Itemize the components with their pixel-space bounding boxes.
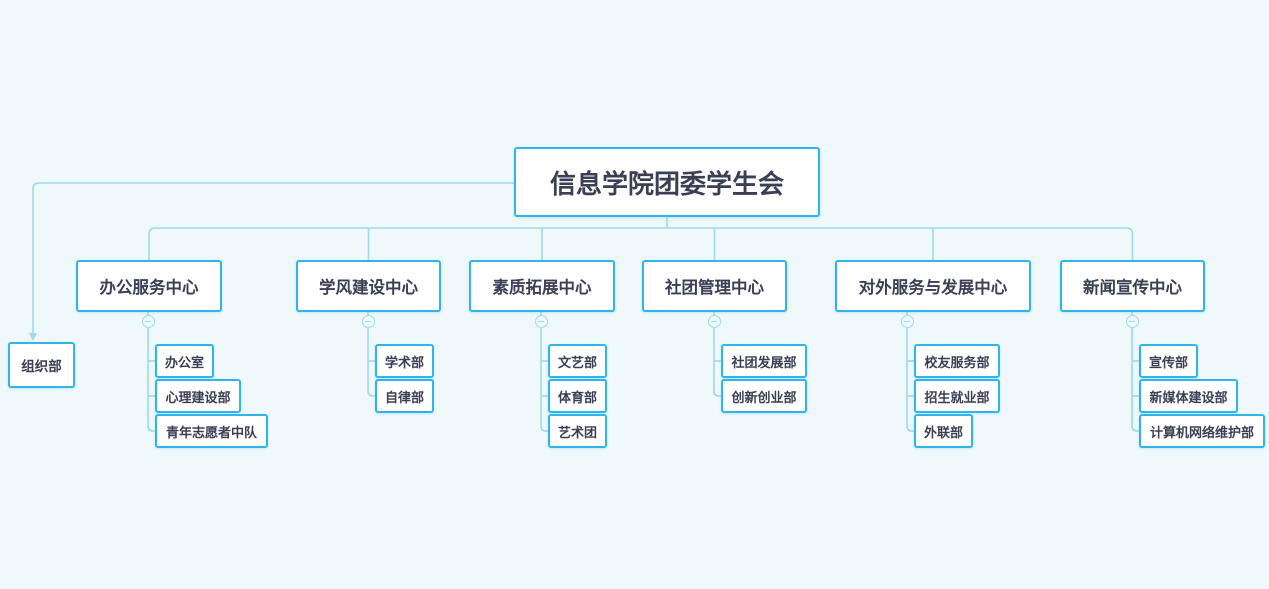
collapse-minus-icon[interactable] (141, 315, 155, 328)
leaf-node[interactable]: 校友服务部 (914, 344, 1000, 378)
side-node-organization[interactable]: 组织部 (8, 342, 75, 388)
side-node-label: 组织部 (21, 359, 62, 375)
center-node-3[interactable]: 素质拓展中心 (469, 260, 615, 312)
leaf-node[interactable]: 艺术团 (548, 414, 607, 448)
leaf-trunk-connector (906, 328, 914, 432)
leaf-node[interactable]: 社团发展部 (721, 344, 807, 378)
leaf-trunk-connector (713, 328, 721, 397)
arrow-down-icon (29, 333, 37, 341)
root-node[interactable]: 信息学院团委学生会 (514, 147, 820, 217)
leaf-node-label: 艺术团 (557, 425, 597, 441)
leaf-node-label: 宣传部 (1148, 355, 1188, 371)
side-connector (32, 182, 514, 336)
leaf-node-label: 外联部 (923, 425, 963, 441)
leaf-node[interactable]: 创新创业部 (721, 379, 807, 413)
leaf-node[interactable]: 青年志愿者中队 (155, 414, 268, 448)
collapse-minus-icon[interactable] (1125, 315, 1139, 328)
leaf-node[interactable]: 文艺部 (548, 344, 607, 378)
collapse-minus-icon[interactable] (707, 315, 721, 328)
leaf-trunk-connector (367, 328, 375, 397)
leaf-node-label: 文艺部 (557, 355, 597, 371)
center-node-6[interactable]: 新闻宣传中心 (1060, 260, 1205, 312)
collapse-minus-icon[interactable] (534, 315, 548, 328)
leaf-node[interactable]: 宣传部 (1139, 344, 1198, 378)
leaf-node-label: 招生就业部 (924, 390, 990, 406)
collapse-minus-icon[interactable] (361, 315, 375, 328)
leaf-trunk-connector (147, 328, 155, 432)
leaf-trunk-connector (1131, 328, 1139, 432)
center-node-label: 办公服务中心 (99, 278, 199, 297)
leaf-node-label: 自律部 (384, 390, 424, 406)
leaf-node[interactable]: 体育部 (548, 379, 607, 413)
leaf-node[interactable]: 计算机网络维护部 (1139, 414, 1265, 448)
leaf-node[interactable]: 心理建设部 (155, 379, 241, 413)
leaf-node-label: 校友服务部 (924, 355, 990, 371)
leaf-node-label: 青年志愿者中队 (165, 425, 257, 441)
leaf-node-label: 体育部 (557, 390, 597, 406)
center-node-5[interactable]: 对外服务与发展中心 (835, 260, 1031, 312)
center-node-label: 学风建设中心 (319, 278, 418, 297)
leaf-node-label: 学术部 (384, 355, 424, 371)
leaf-node-label: 新媒体建设部 (1149, 390, 1228, 406)
leaf-node[interactable]: 外联部 (914, 414, 973, 448)
leaf-node-label: 计算机网络维护部 (1149, 425, 1254, 441)
collapse-minus-icon[interactable] (900, 315, 914, 328)
root-label: 信息学院团委学生会 (549, 169, 784, 200)
center-node-2[interactable]: 学风建设中心 (296, 260, 441, 312)
leaf-trunk-connector (540, 328, 548, 432)
leaf-node[interactable]: 自律部 (375, 379, 434, 413)
leaf-node-label: 办公室 (164, 355, 204, 371)
center-node-label: 新闻宣传中心 (1083, 278, 1182, 297)
center-node-label: 对外服务与发展中心 (858, 278, 1008, 297)
bus-connector (148, 227, 1134, 260)
center-node-label: 素质拓展中心 (492, 278, 592, 297)
leaf-node[interactable]: 办公室 (155, 344, 214, 378)
leaf-node[interactable]: 招生就业部 (914, 379, 1000, 413)
center-node-1[interactable]: 办公服务中心 (76, 260, 222, 312)
leaf-node[interactable]: 学术部 (375, 344, 434, 378)
leaf-node[interactable]: 新媒体建设部 (1139, 379, 1238, 413)
center-node-label: 社团管理中心 (665, 278, 764, 297)
leaf-node-label: 创新创业部 (731, 390, 797, 406)
leaf-node-label: 心理建设部 (165, 390, 231, 406)
leaf-node-label: 社团发展部 (731, 355, 797, 371)
center-node-4[interactable]: 社团管理中心 (642, 260, 787, 312)
